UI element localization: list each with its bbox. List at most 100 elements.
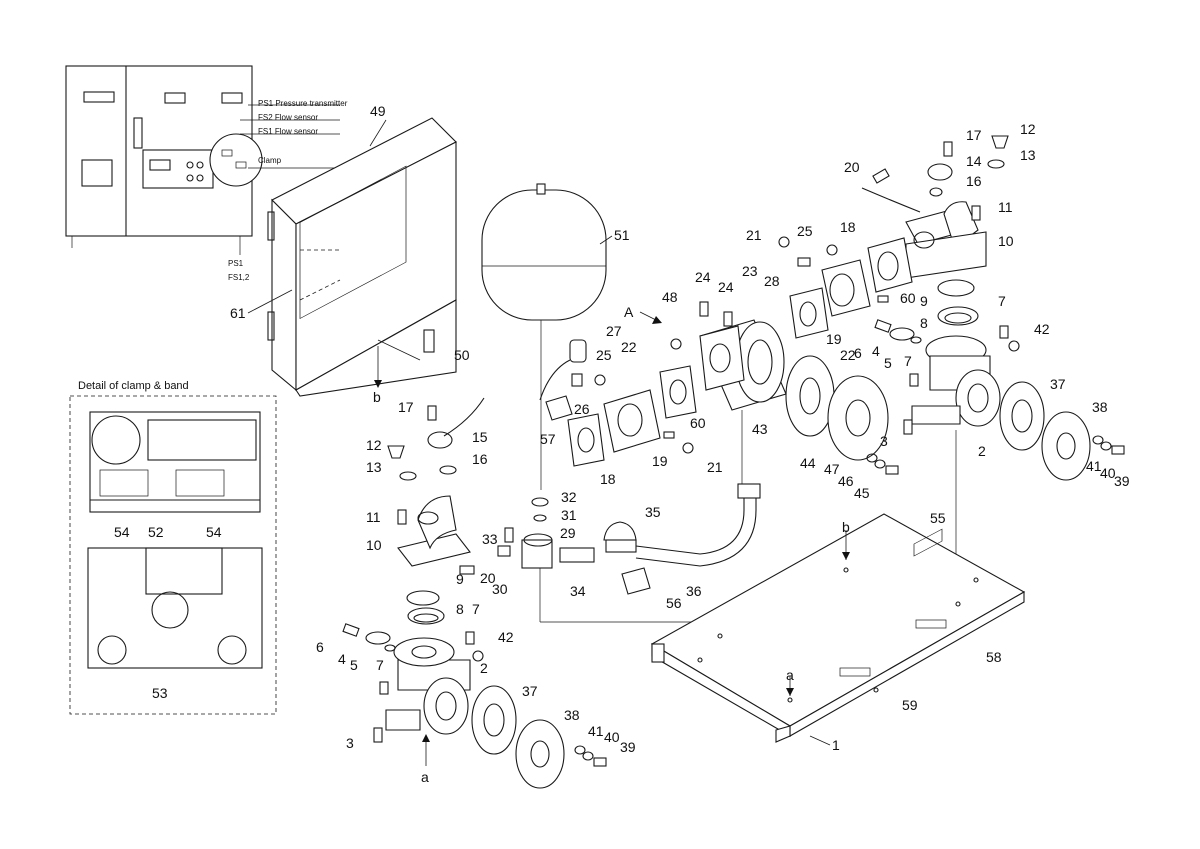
callout-31: 31	[561, 507, 577, 523]
callout-39a: 39	[620, 739, 636, 755]
callout-10b: 10	[998, 233, 1014, 249]
callout-48: 48	[662, 289, 678, 305]
callout-41a: 41	[588, 723, 604, 739]
callout-38a: 38	[564, 707, 580, 723]
callout-7d: 7	[904, 353, 912, 369]
callout-43: 43	[752, 421, 768, 437]
callout-36: 36	[686, 583, 702, 599]
callout-16b: 16	[966, 173, 982, 189]
callout-35: 35	[645, 504, 661, 520]
label-fs12-bottom: FS1,2	[228, 273, 250, 282]
letter-b-bottom: b	[842, 519, 850, 535]
callout-58: 58	[986, 649, 1002, 665]
detail-title: Detail of clamp & band	[78, 380, 189, 392]
callout-20b: 20	[844, 159, 860, 175]
callout-57: 57	[540, 431, 556, 447]
label-ps1-pressure: PS1 Pressure transmitter	[258, 99, 348, 108]
callout-33: 33	[482, 531, 498, 547]
callout-37b: 37	[1050, 376, 1066, 392]
callout-54b: 54	[206, 524, 222, 540]
detail-box: Detail of clamp & band	[69, 380, 277, 715]
cover-49	[267, 117, 457, 397]
callout-4a: 4	[338, 651, 346, 667]
callout-9b: 9	[920, 293, 928, 309]
callout-3b: 3	[880, 433, 888, 449]
callout-4b: 4	[872, 343, 880, 359]
callout-8a: 8	[456, 601, 464, 617]
callout-41b: 41	[1086, 458, 1102, 474]
left-pump-assembly	[342, 397, 607, 789]
callout-23: 23	[742, 263, 758, 279]
callout-17b: 17	[966, 127, 982, 143]
base-plate-1	[650, 513, 1026, 743]
label-ps1-bottom: PS1	[228, 259, 244, 268]
control-box: PS1 Pressure transmitter FS2 Flow sensor…	[65, 65, 348, 282]
label-fs2-flow: FS2 Flow sensor	[258, 113, 318, 122]
callout-9a: 9	[456, 571, 464, 587]
callout-25a: 25	[596, 347, 612, 363]
callout-21a: 21	[707, 459, 723, 475]
callout-2a: 2	[480, 660, 488, 676]
callout-11a: 11	[366, 509, 381, 525]
callout-29: 29	[560, 525, 576, 541]
callout-14: 14	[966, 153, 982, 169]
callout-7a: 7	[472, 601, 480, 617]
callout-40b: 40	[1100, 465, 1116, 481]
callout-42b: 42	[1034, 321, 1050, 337]
callout-53: 53	[152, 685, 168, 701]
callout-34: 34	[570, 583, 586, 599]
label-fs1-flow: FS1 Flow sensor	[258, 127, 318, 136]
callout-52: 52	[148, 524, 164, 540]
callout-10a: 10	[366, 537, 382, 553]
callout-30: 30	[492, 581, 508, 597]
callout-5b: 5	[884, 355, 892, 371]
callout-60b: 60	[900, 290, 916, 306]
callout-6b: 6	[854, 345, 862, 361]
callout-21b: 21	[746, 227, 762, 243]
callout-17a: 17	[398, 399, 414, 415]
callout-19b: 19	[826, 331, 842, 347]
callout-32: 32	[561, 489, 577, 505]
center-fittings	[497, 483, 761, 623]
callout-22a: 22	[621, 339, 637, 355]
callout-25b: 25	[797, 223, 813, 239]
callout-45: 45	[854, 485, 870, 501]
callout-1: 1	[832, 737, 840, 753]
callout-54a: 54	[114, 524, 130, 540]
center-header	[539, 301, 889, 484]
callout-55: 55	[930, 510, 946, 526]
callout-8b: 8	[920, 315, 928, 331]
callout-12b: 12	[1020, 121, 1036, 137]
callout-19a: 19	[652, 453, 668, 469]
callout-18b: 18	[840, 219, 856, 235]
letter-A: A	[624, 304, 634, 320]
callout-20a: 20	[480, 570, 496, 586]
callout-3a: 3	[346, 735, 354, 751]
callout-6a: 6	[316, 639, 324, 655]
callout-16a: 16	[472, 451, 488, 467]
callout-44: 44	[800, 455, 816, 471]
label-clamp: Clamp	[258, 156, 282, 165]
callout-28: 28	[764, 273, 780, 289]
callout-12a: 12	[366, 437, 382, 453]
callout-11b: 11	[998, 199, 1013, 215]
callout-5a: 5	[350, 657, 358, 673]
tank-51	[481, 183, 607, 490]
callout-39b: 39	[1114, 473, 1130, 489]
callout-13a: 13	[366, 459, 382, 475]
callout-42a: 42	[498, 629, 514, 645]
callout-27: 27	[606, 323, 622, 339]
callout-24a: 24	[695, 269, 711, 285]
callout-13b: 13	[1020, 147, 1036, 163]
letter-a-top: a	[786, 667, 794, 683]
callout-49: 49	[370, 103, 386, 119]
callout-22b: 22	[840, 347, 856, 363]
callout-18a: 18	[600, 471, 616, 487]
callout-2b: 2	[978, 443, 986, 459]
letter-a-bottom: a	[421, 769, 429, 785]
callout-37a: 37	[522, 683, 538, 699]
callout-40a: 40	[604, 729, 620, 745]
callout-61: 61	[230, 305, 246, 321]
callout-47: 47	[824, 461, 840, 477]
